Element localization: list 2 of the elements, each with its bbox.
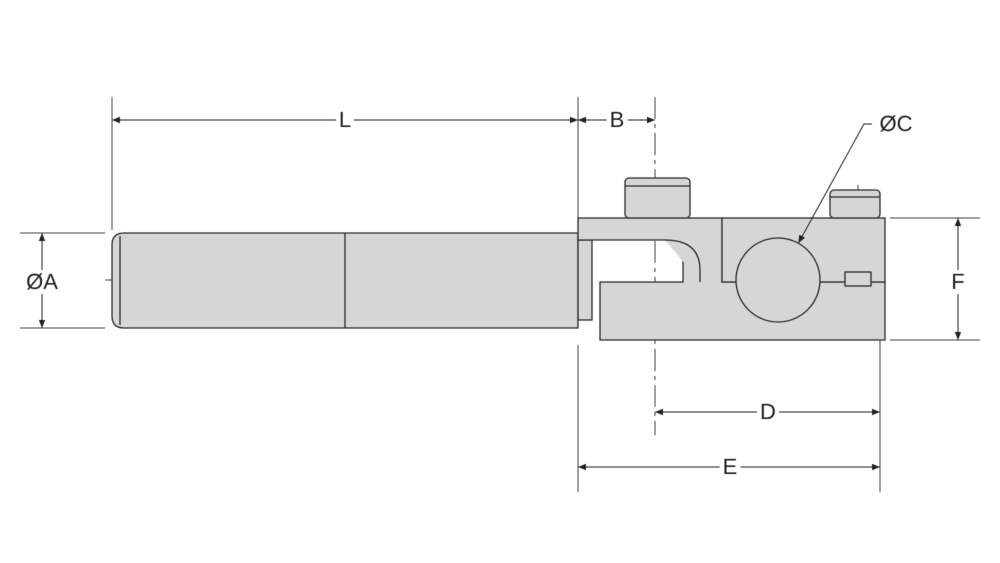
bore-circle	[735, 237, 821, 323]
leader-line	[798, 124, 872, 244]
